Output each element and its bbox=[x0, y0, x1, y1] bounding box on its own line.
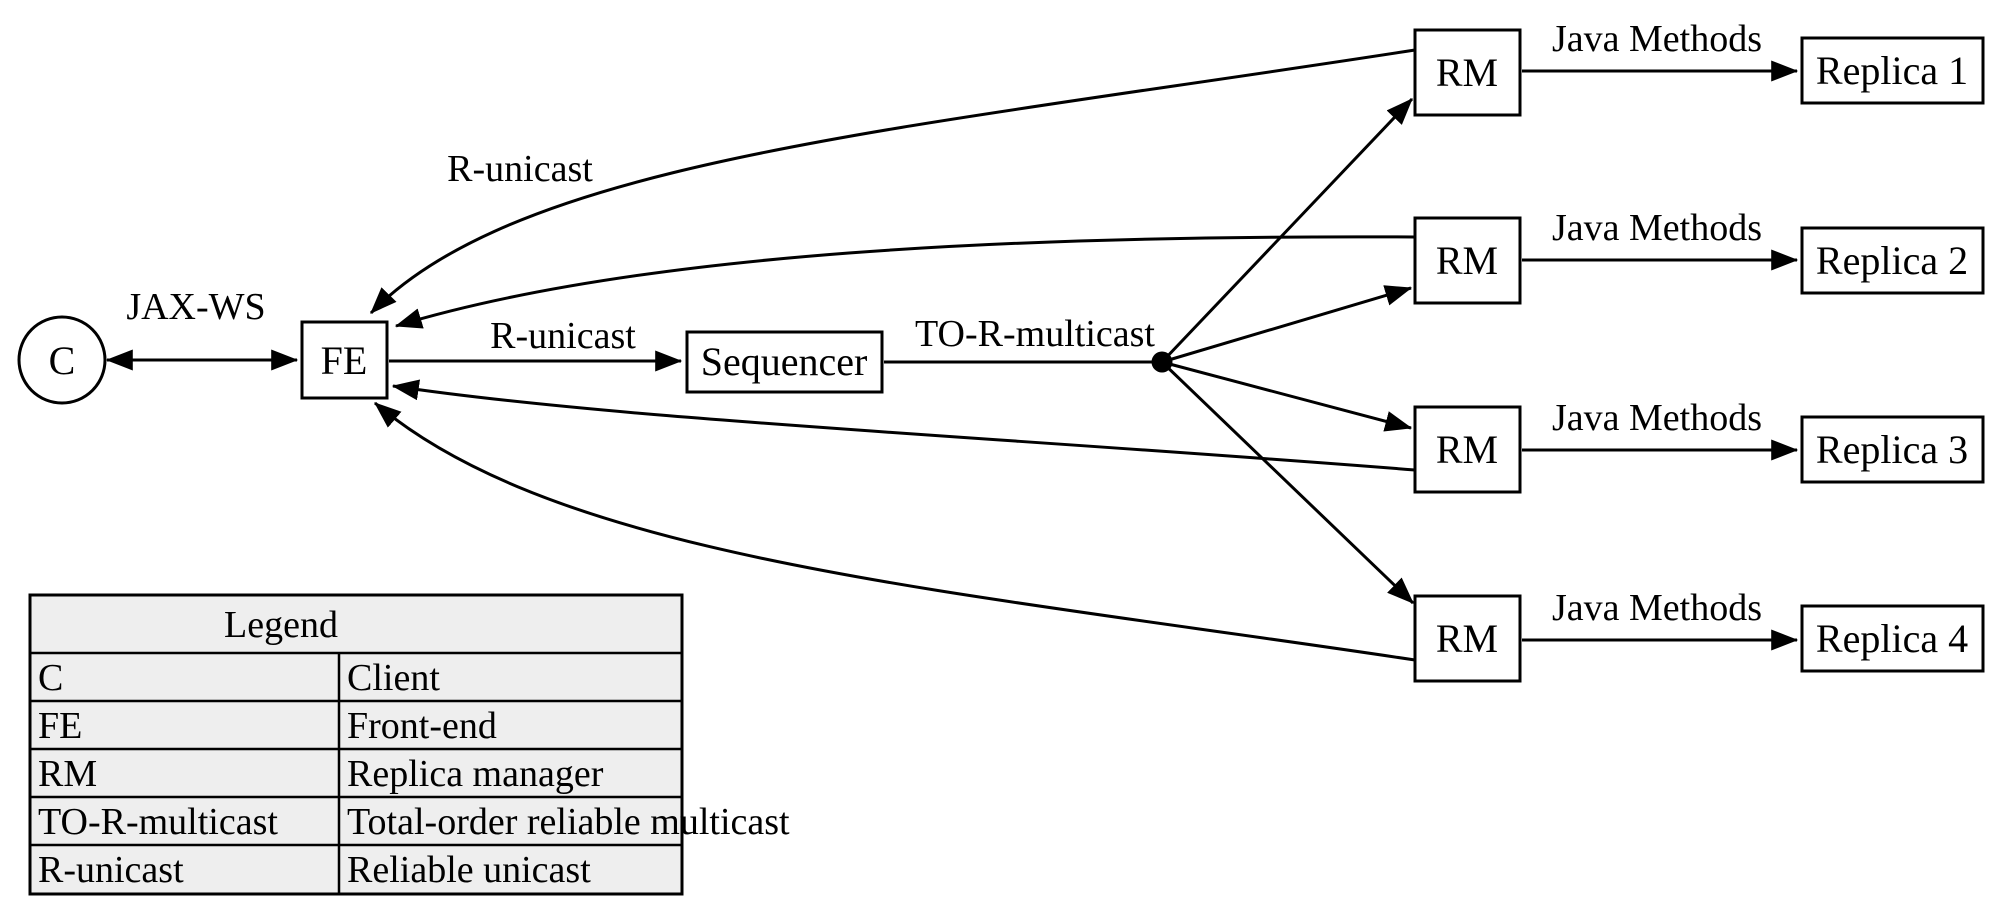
legend-title: Legend bbox=[224, 604, 338, 646]
node-replica2-label: Replica 2 bbox=[1816, 238, 1968, 283]
legend-term: RM bbox=[38, 753, 97, 795]
node-rm3-label: RM bbox=[1436, 427, 1498, 472]
node-front-end bbox=[300, 320, 389, 400]
label-r-unicast-mid: R-unicast bbox=[490, 315, 636, 357]
node-client bbox=[17, 315, 107, 405]
legend-definition: Total-order reliable multicast bbox=[347, 801, 790, 843]
label-java-methods-1: Java Methods bbox=[1552, 18, 1762, 60]
legend-term: C bbox=[38, 657, 63, 699]
legend-definition: Front-end bbox=[347, 705, 497, 747]
multicast-point bbox=[1151, 351, 1173, 373]
node-rm4-label: RM bbox=[1436, 616, 1498, 661]
label-java-methods-2: Java Methods bbox=[1552, 207, 1762, 249]
edge-rm4-fe-curve bbox=[374, 401, 1416, 662]
node-front-end-label: FE bbox=[321, 338, 368, 383]
node-replica1-label: Replica 1 bbox=[1816, 48, 1968, 93]
node-replica1 bbox=[1800, 36, 1985, 105]
legend-table: Legend C Client FE Front-end RM Replica … bbox=[28, 593, 790, 896]
node-sequencer-label: Sequencer bbox=[701, 339, 868, 384]
edge-multicast-rm2 bbox=[1161, 285, 1413, 364]
label-to-r-multicast: TO-R-multicast bbox=[915, 313, 1155, 355]
legend-row: RM Replica manager bbox=[38, 753, 604, 795]
node-rm4 bbox=[1413, 594, 1522, 683]
edge-rm3-fe-curve bbox=[391, 379, 1416, 472]
node-rm1-label: RM bbox=[1436, 50, 1498, 95]
node-replica3-label: Replica 3 bbox=[1816, 427, 1968, 472]
node-rm2-label: RM bbox=[1436, 238, 1498, 283]
node-replica2 bbox=[1800, 226, 1985, 295]
node-sequencer bbox=[685, 330, 884, 394]
node-rm1 bbox=[1413, 28, 1522, 117]
legend-term: R-unicast bbox=[38, 849, 184, 891]
label-java-methods-4: Java Methods bbox=[1552, 587, 1762, 629]
edge-rm1-fe-curve bbox=[369, 48, 1416, 315]
legend-row: R-unicast Reliable unicast bbox=[38, 849, 591, 891]
legend-term: TO-R-multicast bbox=[38, 801, 278, 843]
node-replica3 bbox=[1800, 415, 1985, 484]
legend-term: FE bbox=[38, 705, 82, 747]
edge-multicast-rm3 bbox=[1161, 360, 1413, 432]
node-client-label: C bbox=[49, 338, 76, 383]
legend-definition: Client bbox=[347, 657, 440, 699]
label-java-methods-3: Java Methods bbox=[1552, 397, 1762, 439]
node-rm3 bbox=[1413, 405, 1522, 494]
legend-row: C Client bbox=[38, 657, 440, 699]
legend-row: TO-R-multicast Total-order reliable mult… bbox=[38, 801, 790, 843]
node-rm2 bbox=[1413, 216, 1522, 305]
edge-multicast-rm4 bbox=[1160, 360, 1415, 605]
node-replica4-label: Replica 4 bbox=[1816, 616, 1968, 661]
legend-definition: Reliable unicast bbox=[347, 849, 591, 891]
label-jax-ws: JAX-WS bbox=[126, 286, 265, 328]
node-replica4 bbox=[1800, 604, 1985, 673]
legend-definition: Replica manager bbox=[347, 753, 604, 795]
edge-rm2-fe-curve bbox=[394, 235, 1416, 329]
legend-row: FE Front-end bbox=[38, 705, 497, 747]
edge-multicast-rm1 bbox=[1160, 97, 1414, 364]
label-r-unicast-top: R-unicast bbox=[447, 148, 593, 190]
